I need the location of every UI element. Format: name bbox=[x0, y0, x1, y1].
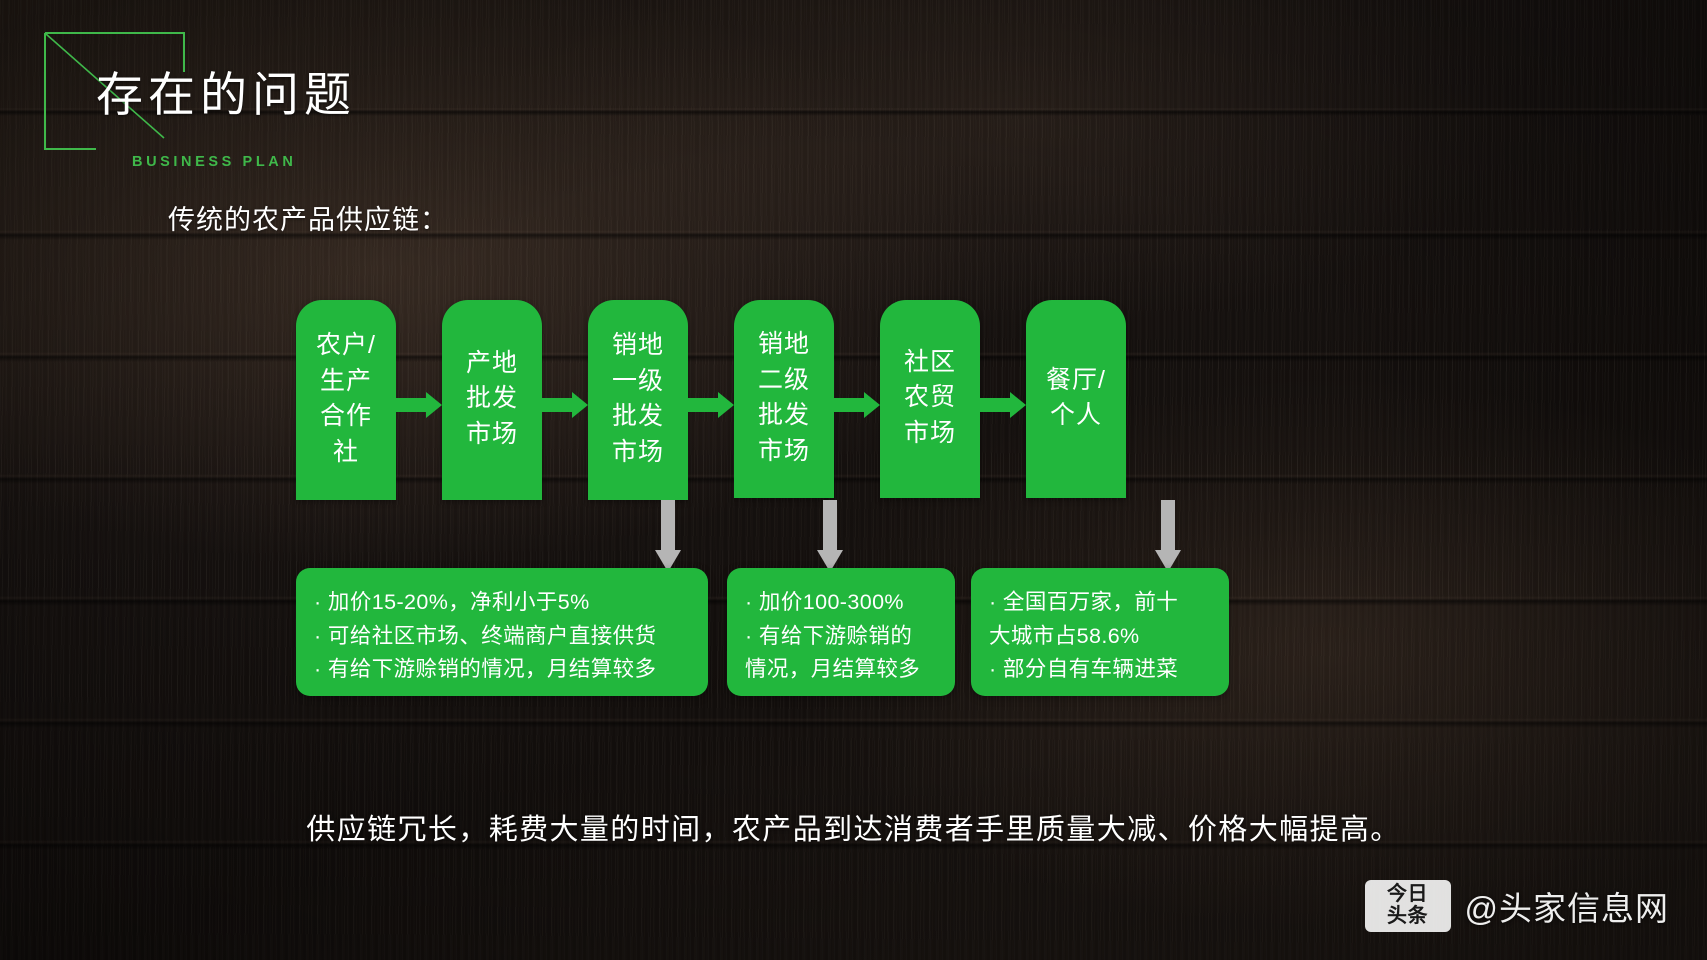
lead-line: 传统的农产品供应链： bbox=[168, 205, 448, 235]
flow-node-community-market[interactable]: 社区 农贸 市场 bbox=[880, 300, 980, 498]
watermark: 今日 头条 @头家信息网 bbox=[1364, 880, 1670, 932]
callout-community-market: · 全国百万家，前十 大城市占58.6% · 部分自有车辆进菜 bbox=[971, 568, 1229, 696]
toutiao-logo-icon: 今日 头条 bbox=[1364, 880, 1451, 932]
callout-origin-wholesale: · 加价15-20%，净利小于5% · 可给社区市场、终端商户直接供货 · 有给… bbox=[296, 568, 708, 696]
callout-secondary-wholesale: · 加价100-300% · 有给下游赊销的 情况，月结算较多 bbox=[727, 568, 955, 696]
flow-node-label: 销地 二级 批发 市场 bbox=[757, 330, 810, 465]
callout-item: · 可给社区市场、终端商户直接供货 bbox=[314, 623, 657, 648]
flow-node-label: 社区 农贸 市场 bbox=[903, 347, 956, 447]
arrow-down-icon bbox=[1155, 500, 1181, 572]
flow-node-restaurant-individual[interactable]: 餐厅/ 个人 bbox=[1026, 300, 1126, 498]
flow-node-label: 餐厅/ 个人 bbox=[1046, 365, 1106, 430]
title-block: 存在的问题 BUSINESS PLAN bbox=[44, 32, 464, 170]
callout-item: · 有给下游赊销的 情况，月结算较多 bbox=[745, 623, 921, 682]
callout-item: · 加价100-300% bbox=[745, 590, 904, 614]
watermark-handle: @头家信息网 bbox=[1464, 890, 1669, 927]
callout-item: · 全国百万家，前十 大城市占58.6% bbox=[989, 590, 1179, 648]
flow-node-origin-wholesale[interactable]: 产地 批发 市场 bbox=[442, 300, 542, 500]
page-title: 存在的问题 bbox=[96, 68, 356, 121]
flow-node-label: 销地 一级 批发 市场 bbox=[611, 331, 664, 466]
page-subtitle: BUSINESS PLAN bbox=[132, 154, 297, 170]
flow-node-label: 农户/ 生产 合作 社 bbox=[316, 331, 376, 466]
callout-item: · 加价15-20%，净利小于5% bbox=[314, 590, 590, 614]
arrow-right-icon bbox=[688, 392, 734, 418]
arrow-right-icon bbox=[542, 392, 588, 418]
arrow-right-icon bbox=[834, 392, 880, 418]
arrow-down-icon bbox=[655, 500, 681, 572]
supply-chain-flow: 农户/ 生产 合作 社 产地 批发 市场 销地 一级 批发 市场 销地 二级 批… bbox=[296, 300, 1226, 500]
summary-text: 供应链冗长，耗费大量的时间，农产品到达消费者手里质量大减、价格大幅提高。 bbox=[306, 814, 1401, 846]
flow-node-sales-secondary-wholesale[interactable]: 销地 二级 批发 市场 bbox=[734, 300, 834, 498]
arrow-right-icon bbox=[396, 392, 442, 418]
arrow-down-icon bbox=[817, 500, 843, 572]
callout-item: · 部分自有车辆进菜 bbox=[989, 657, 1179, 682]
flow-node-sales-primary-wholesale[interactable]: 销地 一级 批发 市场 bbox=[588, 300, 688, 500]
callout-list: · 加价100-300% · 有给下游赊销的 情况，月结算较多 bbox=[745, 586, 935, 687]
toutiao-logo-line2: 头条 bbox=[1387, 905, 1428, 927]
callout-list: · 全国百万家，前十 大城市占58.6% · 部分自有车辆进菜 bbox=[989, 586, 1209, 687]
flow-node-label: 产地 批发 市场 bbox=[465, 348, 518, 448]
flow-node-farmer[interactable]: 农户/ 生产 合作 社 bbox=[296, 300, 396, 500]
arrow-right-icon bbox=[980, 392, 1026, 418]
callout-list: · 加价15-20%，净利小于5% · 可给社区市场、终端商户直接供货 · 有给… bbox=[314, 586, 688, 687]
callout-item: · 有给下游赊销的情况，月结算较多 bbox=[314, 657, 657, 682]
toutiao-logo-line1: 今日 bbox=[1387, 883, 1428, 906]
